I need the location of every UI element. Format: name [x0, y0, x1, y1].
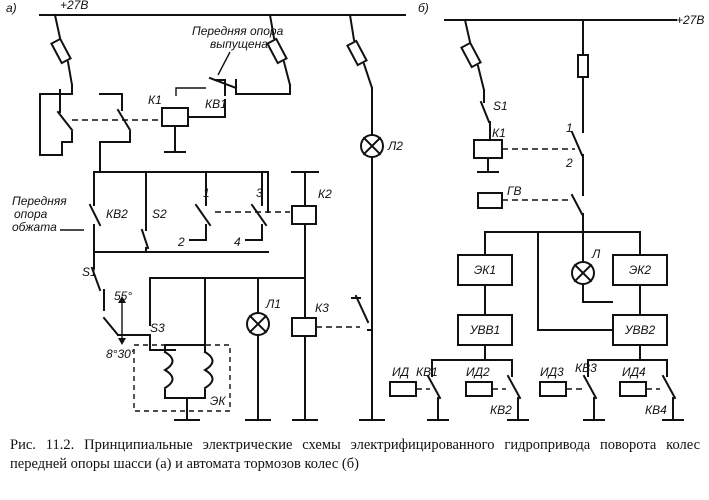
block-ek1: [457, 254, 513, 286]
id1-label: ИД: [392, 365, 410, 379]
fuse-a2: [266, 37, 288, 65]
kv1-label: КВ1: [205, 97, 227, 111]
front-strut-compressed-label-3: обжата: [12, 220, 57, 234]
valve-gv: [477, 192, 503, 209]
contact-2-label: 2: [177, 235, 185, 249]
block-uvv1: [457, 314, 513, 346]
relay-k1b-coil: [473, 139, 503, 159]
l-b-label: Л: [591, 247, 601, 261]
relay-k2-coil: [291, 205, 317, 225]
supply-b-label: +27В: [676, 13, 704, 27]
id4-label: ИД4: [622, 365, 646, 379]
actuator-id2: [465, 381, 493, 397]
panel-b-schematic: б) +27В S1 К1 1 2 ГВ ЭК1 УВВ1: [389, 1, 704, 421]
id2-label: ИД2: [466, 365, 490, 379]
front-strut-compressed-label-2: опора: [14, 207, 48, 221]
contact-3-label: 3: [256, 186, 263, 200]
ek1-label: ЭК1: [474, 263, 496, 277]
uvv1-label: УВВ1: [469, 323, 500, 337]
k3-label: К3: [315, 301, 329, 315]
kv4-label: КВ4: [645, 403, 667, 417]
kv3-label: КВ3: [575, 361, 597, 375]
id3-label: ИД3: [540, 365, 564, 379]
gv-label: ГВ: [507, 184, 522, 198]
k1-b-label: К1: [492, 126, 506, 140]
relay-k3-coil: [291, 317, 317, 337]
b-contact-1-label: 1: [566, 121, 573, 135]
b-contact-2-label: 2: [565, 156, 573, 170]
contact-1-label: 1: [203, 186, 210, 200]
panel-a-label: a): [6, 1, 17, 15]
kv2-b-label: КВ2: [490, 403, 512, 417]
fuse-b1: [460, 41, 482, 69]
l2-label: Л2: [387, 139, 403, 153]
l1-label: Л1: [265, 297, 281, 311]
actuator-id3: [539, 381, 567, 397]
panel-b-label: б): [418, 1, 429, 15]
fuse-a1: [50, 37, 72, 65]
temp-high-label: 55°: [114, 289, 132, 303]
panel-a-schematic: a) +27В К1: [6, 0, 406, 421]
k2-label: К2: [318, 187, 332, 201]
wiring-diagram: a) +27В К1: [6, 0, 704, 421]
front-strut-extended-label-2: выпущена: [210, 37, 268, 51]
s1-b-label: S1: [493, 99, 508, 113]
relay-k1-coil: [161, 107, 189, 127]
k1-label: К1: [148, 93, 162, 107]
ek-label: ЭК: [210, 394, 226, 408]
fuse-b2: [577, 54, 589, 78]
front-strut-compressed-label-1: Передняя: [12, 194, 67, 208]
front-strut-extended-label-1: Передняя опора: [192, 24, 284, 38]
kv1-b-label: КВ1: [416, 365, 438, 379]
fuse-a3: [346, 39, 368, 67]
actuator-id1: [389, 381, 417, 397]
temp-low-label: 8°30': [106, 347, 134, 361]
contact-4-label: 4: [234, 235, 241, 249]
s3-label: S3: [150, 321, 165, 335]
figure-caption: Рис. 11.2. Принципиальные электрические …: [10, 437, 700, 472]
supply-a-label: +27В: [60, 0, 88, 12]
s1-a-label: S1: [82, 265, 97, 279]
s2-label: S2: [152, 207, 167, 221]
actuator-id4: [619, 381, 647, 397]
ek2-label: ЭК2: [629, 263, 651, 277]
uvv2-label: УВВ2: [624, 323, 656, 337]
kv2-label: КВ2: [106, 207, 128, 221]
